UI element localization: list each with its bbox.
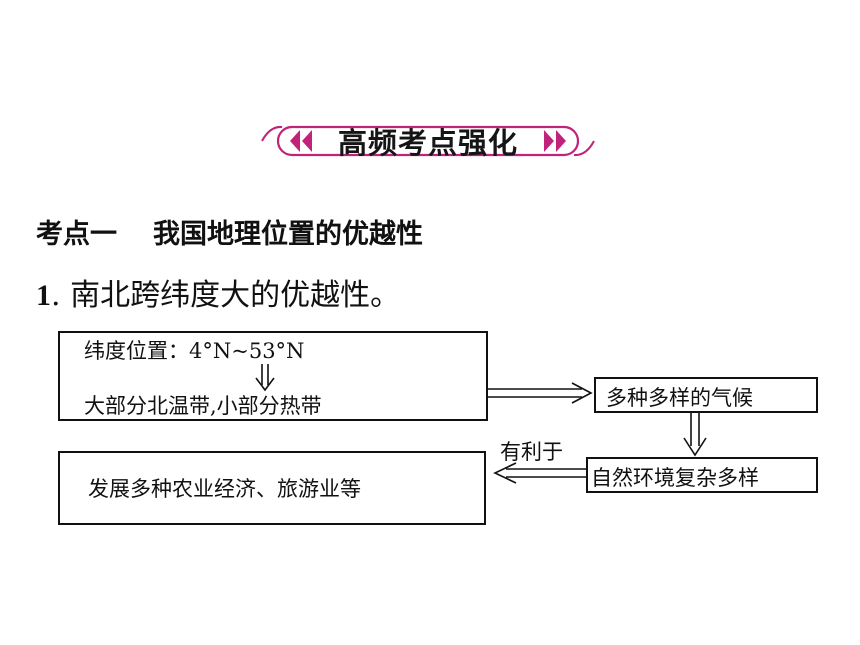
flow-diagram-lines [58,331,818,525]
chevron-right-icon [544,130,566,152]
point-line: 1. 南北跨纬度大的优越性。 [36,270,400,314]
environment-box [586,457,818,493]
section-title: 我国地理位置的优越性 [153,219,423,250]
section-heading: 考点一 我国地理位置的优越性 [36,212,423,251]
chevron-left-icon [290,130,312,152]
point-text: . 南北跨纬度大的优越性。 [51,278,401,313]
latitude-text: 纬度位置：4°N~53°N [84,339,305,363]
arrow-down-icon [683,413,707,457]
climate-box [594,377,818,413]
point-number: 1 [36,279,51,312]
zones-text: 大部分北温带,小部分热带 [84,394,322,418]
section-banner: 高频考点强化 [252,116,604,166]
section-label: 考点一 [36,219,117,250]
banner-frame [261,125,595,157]
climate-text: 多种多样的气候 [606,386,753,410]
arrow-right-icon [488,382,593,404]
environment-text: 自然环境复杂多样 [591,466,759,490]
arrow-left-icon [493,462,586,484]
development-text: 发展多种农业经济、旅游业等 [88,477,361,501]
benefit-text: 有利于 [500,440,563,464]
flow-diagram: 纬度位置：4°N~53°N 大部分北温带,小部分热带 多种多样的气候 有利于 自… [58,330,818,530]
arrow-down-icon [255,364,275,392]
latitude-box [58,331,488,421]
development-box [58,451,486,525]
banner-title: 高频考点强化 [337,126,518,160]
